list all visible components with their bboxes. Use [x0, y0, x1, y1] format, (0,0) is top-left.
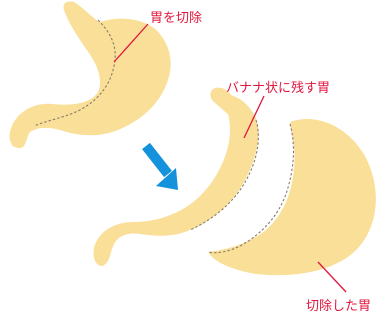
cut-stomach-leader	[113, 23, 149, 63]
banana-remaining-leader	[243, 95, 265, 139]
original-stomach	[9, 1, 171, 149]
sleeve-staple-line	[189, 119, 259, 231]
removed-stomach-piece	[208, 119, 376, 276]
cut-stomach-label: 胃を切除	[150, 11, 202, 26]
removed-stomach-leader	[317, 261, 347, 293]
banana-sleeve	[93, 95, 259, 266]
banana-remaining-label: バナナ状に残す胃	[226, 81, 330, 96]
transition-arrow-icon	[142, 142, 178, 190]
original-stomach-body	[9, 1, 171, 149]
post-surgery-stomach	[93, 87, 376, 276]
original-duodenum	[12, 126, 30, 148]
removed-piece-cut-edge	[207, 123, 294, 254]
removed-stomach-label: 切除した胃	[306, 299, 371, 314]
